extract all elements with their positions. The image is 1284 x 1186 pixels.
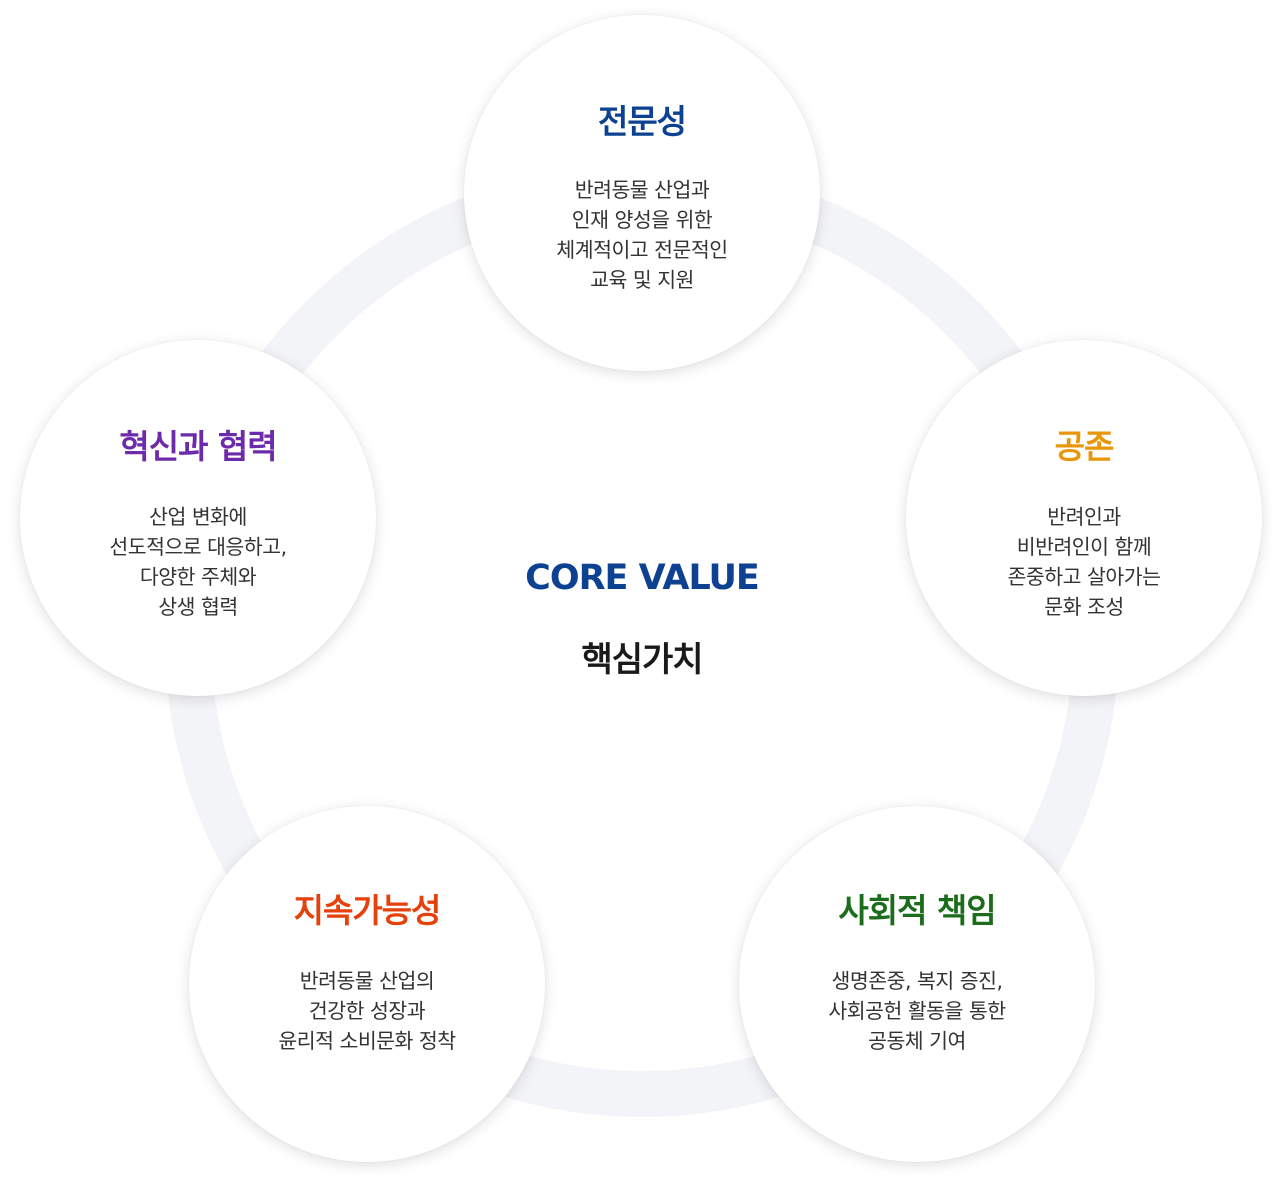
value-circle-social-responsibility: 사회적 책임 생명존중, 복지 증진, 사회공헌 활동을 통한 공동체 기여 [739,806,1095,1162]
value-circle-coexistence: 공존 반려인과 비반려인이 함께 존중하고 살아가는 문화 조성 [906,340,1262,696]
core-value-subtitle: 핵심가치 [581,640,703,680]
value-circle-sustainability: 지속가능성 반려동물 산업의 건강한 성장과 윤리적 소비문화 정착 [189,806,545,1162]
value-title: 혁신과 협력 [119,427,277,466]
value-description: 반려동물 산업의 건강한 성장과 윤리적 소비문화 정착 [278,969,456,1053]
value-circle-expertise: 전문성 반려동물 산업과 인재 양성을 위한 체계적이고 전문적인 교육 및 지… [464,15,820,371]
value-title: 전문성 [597,102,687,141]
value-description: 반려인과 비반려인이 함께 존중하고 살아가는 문화 조성 [1007,505,1161,619]
value-description: 생명존중, 복지 증진, 사회공헌 활동을 통한 공동체 기여 [828,969,1006,1053]
core-value-title: CORE VALUE [525,558,760,598]
value-title: 사회적 책임 [838,891,996,930]
value-description: 반려동물 산업과 인재 양성을 위한 체계적이고 전문적인 교육 및 지원 [556,178,728,292]
value-title: 공존 [1054,427,1115,466]
value-description: 산업 변화에 선도적으로 대응하고, 다양한 주체와 상생 협력 [109,505,287,619]
value-title: 지속가능성 [293,891,442,930]
value-circle-innovation: 혁신과 협력 산업 변화에 선도적으로 대응하고, 다양한 주체와 상생 협력 [20,340,376,696]
